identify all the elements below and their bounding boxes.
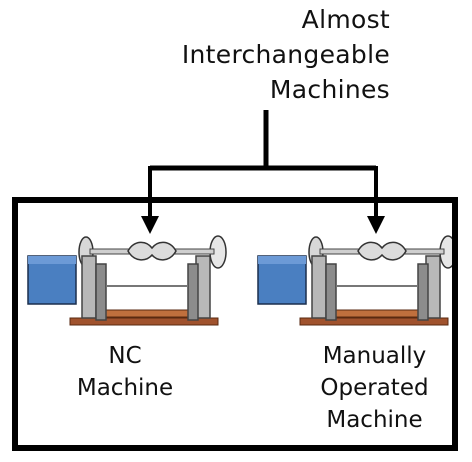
heading-line-2: Interchangeable xyxy=(181,40,390,69)
heading-line-1: Almost xyxy=(301,5,390,34)
machines-frame xyxy=(12,197,458,451)
manual-label-line-3: Machine xyxy=(326,407,423,433)
nc-label-line-2: Machine xyxy=(76,375,174,401)
manual-label-line-1: Manually xyxy=(322,343,427,369)
manual-machine-label: Manually Operated Machine xyxy=(282,340,467,436)
arrowhead-nc xyxy=(141,216,159,234)
connector-lines xyxy=(148,110,378,222)
arrowhead-manual xyxy=(367,216,385,234)
nc-label-line-1: NC xyxy=(108,343,142,369)
nc-machine-label: NC Machine xyxy=(55,340,195,404)
heading-line-3: Machines xyxy=(269,75,390,104)
manual-label-line-2: Operated xyxy=(320,375,429,401)
diagram-heading: Almost Interchangeable Machines xyxy=(182,2,390,107)
